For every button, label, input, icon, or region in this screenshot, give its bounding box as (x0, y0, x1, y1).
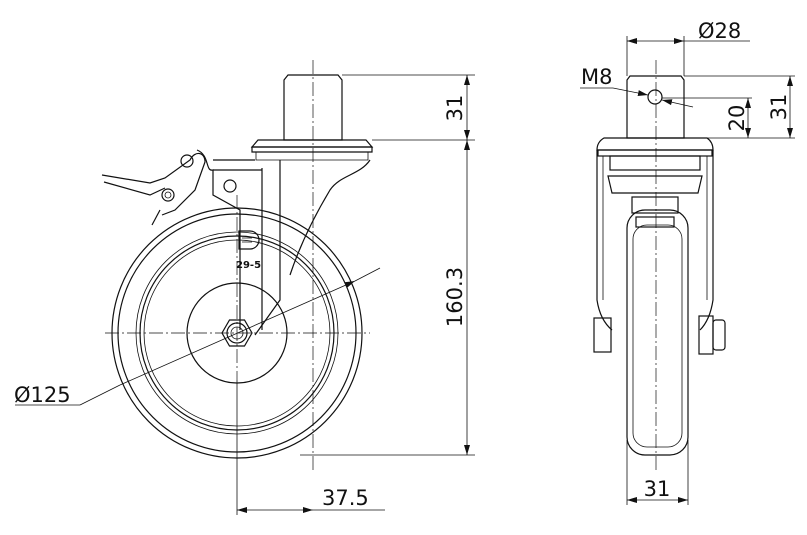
brake-lever (101, 152, 206, 226)
dim-total-height: 31 160.3 (300, 74, 475, 456)
wheel (626, 209, 689, 456)
dim-front-stem-height: 31 (684, 75, 795, 138)
dim-offset: 37.5 (236, 380, 385, 515)
wheel-width-label: 31 (644, 477, 671, 501)
stem (626, 75, 685, 139)
dim-wheel-diameter: Ø125 (14, 267, 381, 407)
hole-height-label: 20 (725, 105, 749, 132)
top-plate (250, 139, 374, 161)
stem-diameter-label: Ø28 (698, 19, 741, 43)
bolt-hole (647, 89, 663, 105)
stem-height-label: 31 (443, 95, 467, 122)
axle-nut-left (593, 317, 612, 353)
offset-label: 37.5 (322, 486, 369, 510)
stamp-code: 29-5 (236, 260, 261, 271)
dim-hole-height: 20 (662, 97, 795, 139)
bolt-hole-label: M8 (581, 65, 612, 89)
fork (196, 149, 371, 336)
top-plate (596, 137, 714, 151)
dim-stem-diameter: Ø28 (626, 19, 750, 76)
brake-pad (607, 175, 703, 194)
side-view: 29-5 31 160.3 37.5 Ø125 (14, 60, 475, 515)
dim-bolt-hole: M8 (580, 65, 694, 108)
manufacturer-logo: 29-5 (236, 230, 261, 271)
front-stem-height-label: 31 (767, 94, 791, 121)
total-height-label: 160.3 (443, 267, 467, 327)
wheel-diameter-label: Ø125 (14, 383, 71, 407)
dim-wheel-width: 31 (626, 440, 689, 505)
front-view: Ø28 M8 20 31 31 (580, 19, 795, 505)
